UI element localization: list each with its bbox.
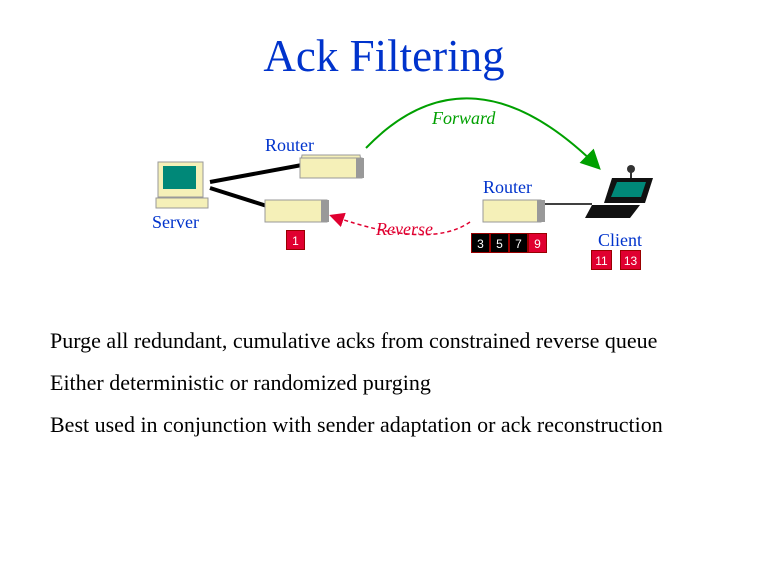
server-router-top-link	[209, 163, 303, 184]
router-right-label: Router	[483, 177, 532, 197]
bullet-item: Either deterministic or randomized purgi…	[50, 370, 431, 395]
ack-box: 9	[528, 233, 547, 253]
reverse-label: Reverse	[376, 219, 433, 239]
client-laptop-icon	[585, 165, 653, 218]
forward-label: Forward	[432, 108, 496, 128]
router-top-label: Router	[265, 135, 314, 155]
forward-arrow	[365, 97, 601, 170]
purged-ack-box: 3	[471, 233, 490, 253]
ack-box: 1	[286, 230, 305, 250]
server-router-bottom-link	[209, 186, 271, 209]
slide-title: Ack Filtering	[263, 31, 505, 81]
client-label: Client	[598, 230, 642, 250]
network-diagram	[155, 97, 653, 236]
router-top-icon	[299, 154, 364, 179]
purged-ack-box: 5	[490, 233, 509, 253]
bullet-list: Purge all redundant, cumulative acks fro…	[50, 327, 730, 453]
reverse-arrow	[329, 212, 471, 236]
router-right-icon	[482, 199, 545, 223]
router-bottom-icon	[264, 199, 329, 223]
ack-box: 13	[620, 250, 641, 270]
bullet-item: Best used in conjunction with sender ada…	[50, 412, 663, 437]
ack-box: 11	[591, 250, 612, 270]
bullet-item: Purge all redundant, cumulative acks fro…	[50, 328, 658, 353]
server-icon	[155, 161, 209, 209]
purged-ack-box: 7	[509, 233, 528, 253]
server-label: Server	[152, 212, 199, 232]
